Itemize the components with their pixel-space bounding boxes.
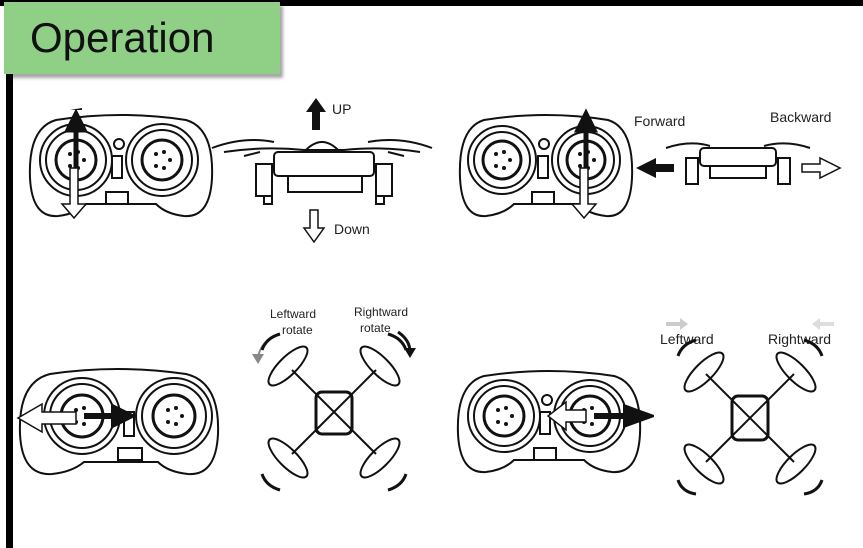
- up-label: UP: [332, 101, 351, 117]
- leftward-rotate-label-2: rotate: [282, 323, 313, 337]
- forward-label: Forward: [634, 113, 685, 129]
- page-title: Operation: [30, 14, 214, 62]
- rightward-label: Rightward: [768, 331, 831, 347]
- drone-rotate-figure: Leftward rotate Rightward rotate: [232, 298, 438, 512]
- leftward-rotate-label-1: Leftward: [270, 307, 316, 321]
- controller-forward-backward: [456, 108, 636, 228]
- frame-left-border: [6, 60, 13, 548]
- drone-up-down-figure: UP Down: [204, 92, 440, 248]
- controller-up-down: [26, 108, 216, 228]
- controller-sideways: [454, 364, 654, 484]
- drone-forward-backward-figure: Forward Backward: [630, 108, 845, 198]
- title-tab: Operation: [4, 2, 280, 74]
- down-label: Down: [334, 221, 370, 237]
- rightward-rotate-label-2: rotate: [360, 321, 391, 335]
- rightward-rotate-label-1: Rightward: [354, 305, 408, 319]
- backward-label: Backward: [770, 109, 831, 125]
- drone-sideways-figure: Leftward Rightward: [656, 310, 846, 496]
- controller-rotate: [14, 360, 226, 486]
